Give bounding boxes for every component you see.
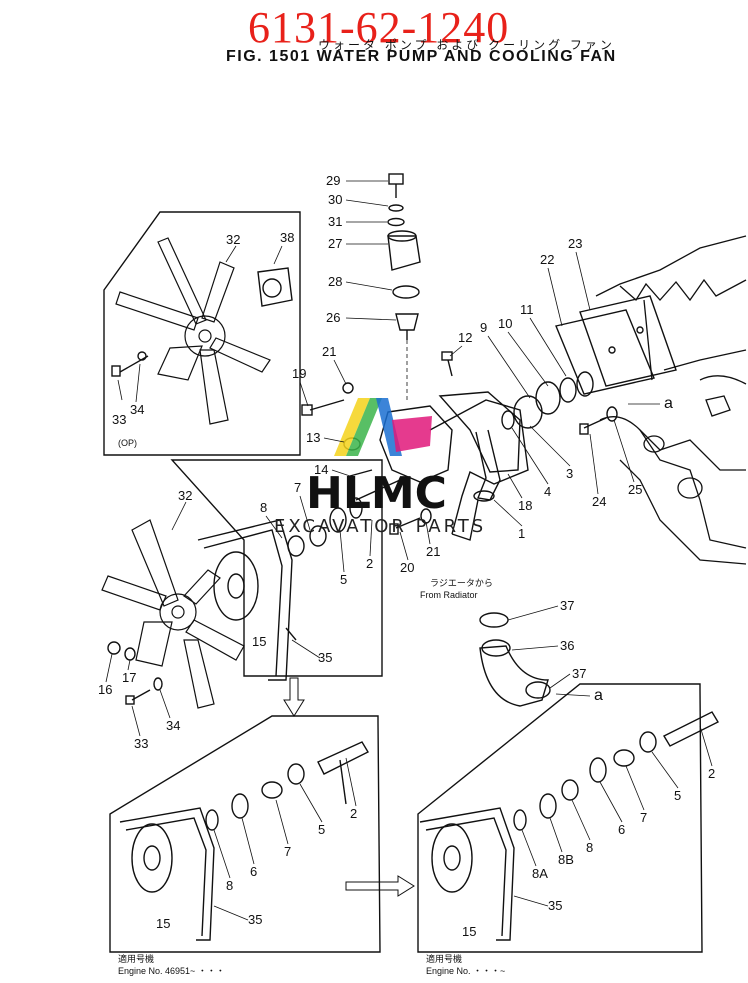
callout-bl-2: 2 [350,806,357,821]
callout-29: 29 [326,173,340,188]
callout-21-top: 21 [322,344,336,359]
callout-inset-34: 34 [130,402,144,417]
callout-bl-5: 5 [318,822,325,837]
callout-1: 1 [518,526,525,541]
callout-19: 19 [292,366,306,381]
callout-br-8: 8 [586,840,593,855]
callout-12: 12 [458,330,472,345]
callout-24: 24 [592,494,606,509]
callout-fan-32: 32 [178,488,192,503]
watermark-stripe-magenta [392,416,432,452]
inset-op-panel [103,211,301,456]
inset-spacer [257,267,293,307]
callout-br-7: 7 [640,810,647,825]
callout-10: 10 [498,316,512,331]
callout-8: 8 [260,500,267,515]
fan-pulley-assembly [101,459,401,717]
callout-br-2: 2 [708,766,715,781]
callout-bl-7: 7 [284,844,291,859]
callout-fan-16: 16 [98,682,112,697]
callout-11: 11 [520,302,534,317]
watermark-brand: HLMC [306,468,447,519]
callout-inset-33: 33 [112,412,126,427]
callout-31: 31 [328,214,342,229]
callout-fan-34: 34 [166,718,180,733]
callout-fan-17: 17 [122,670,136,685]
callout-inset-38: 38 [280,230,294,245]
callout-br-15: 15 [462,924,476,939]
callout-arrow-a-2: a [594,687,603,704]
engine-note-left: Engine No. 46951~ ・・・ [118,966,225,976]
callout-28: 28 [328,274,342,289]
callout-27: 27 [328,236,342,251]
callout-37-top: 37 [560,598,574,613]
callout-br-8a: 8A [532,866,548,881]
callout-20: 20 [400,560,414,575]
engine-block-outline [595,235,747,565]
part-number: 6131-62-1240 [248,3,510,52]
callout-bl-6: 6 [250,864,257,879]
engine-note-right-jp: 適用号機 [426,953,462,964]
inset-fan [115,237,271,425]
callout-br-35: 35 [548,898,562,913]
callout-36: 36 [560,638,574,653]
callout-30: 30 [328,192,342,207]
callout-br-8b: 8B [558,852,574,867]
from-radiator-jp: ラジエータから [430,578,493,588]
callout-37-bottom: 37 [572,666,586,681]
bottom-left-view [109,715,381,953]
callout-fan-33: 33 [134,736,148,751]
from-radiator-label: From Radiator [420,590,478,600]
inset-bolt [111,351,149,377]
japanese-title: ウォータ ポンプ および クーリング ファン [318,38,615,52]
callout-inset-32: 32 [226,232,240,247]
callout-arrow-a-1: a [664,395,673,412]
callout-fan-35: 35 [318,650,332,665]
engine-note-right: Engine No. ・・・~ [426,966,505,976]
callout-3: 3 [566,466,573,481]
callout-bl-15: 15 [156,916,170,931]
callout-13: 13 [306,430,320,445]
callout-br-6: 6 [618,822,625,837]
callout-23: 23 [568,236,582,251]
callout-br-5: 5 [674,788,681,803]
callout-21-bottom: 21 [426,544,440,559]
callout-5: 5 [340,572,347,587]
inset-op-label: (OP) [118,438,137,448]
watermark-logo: HLMC EXCAVATOR PARTS [274,398,486,537]
callout-bl-8: 8 [226,878,233,893]
callout-labels: 32 38 33 34 (OP) 29 30 31 27 28 26 21 19… [98,173,715,976]
leader-lines [105,180,713,921]
engine-note-left-jp: 適用号機 [118,953,154,964]
callout-26: 26 [326,310,340,325]
callout-22: 22 [540,252,554,267]
watermark-stripe-green [346,398,382,456]
watermark-subtitle: EXCAVATOR PARTS [274,516,486,537]
callout-bl-35: 35 [248,912,262,927]
callout-4: 4 [544,484,551,499]
callout-25: 25 [628,482,642,497]
bottom-right-view [345,683,719,953]
main-pump-assembly [301,173,677,707]
figure-title: FIG. 1501 WATER PUMP AND COOLING FAN [226,48,617,65]
callout-7: 7 [294,480,301,495]
callout-9: 9 [480,320,487,335]
callout-fan-15: 15 [252,634,266,649]
callout-18: 18 [518,498,532,513]
fan-blades [101,519,245,709]
callout-14: 14 [314,462,328,477]
callout-2: 2 [366,556,373,571]
